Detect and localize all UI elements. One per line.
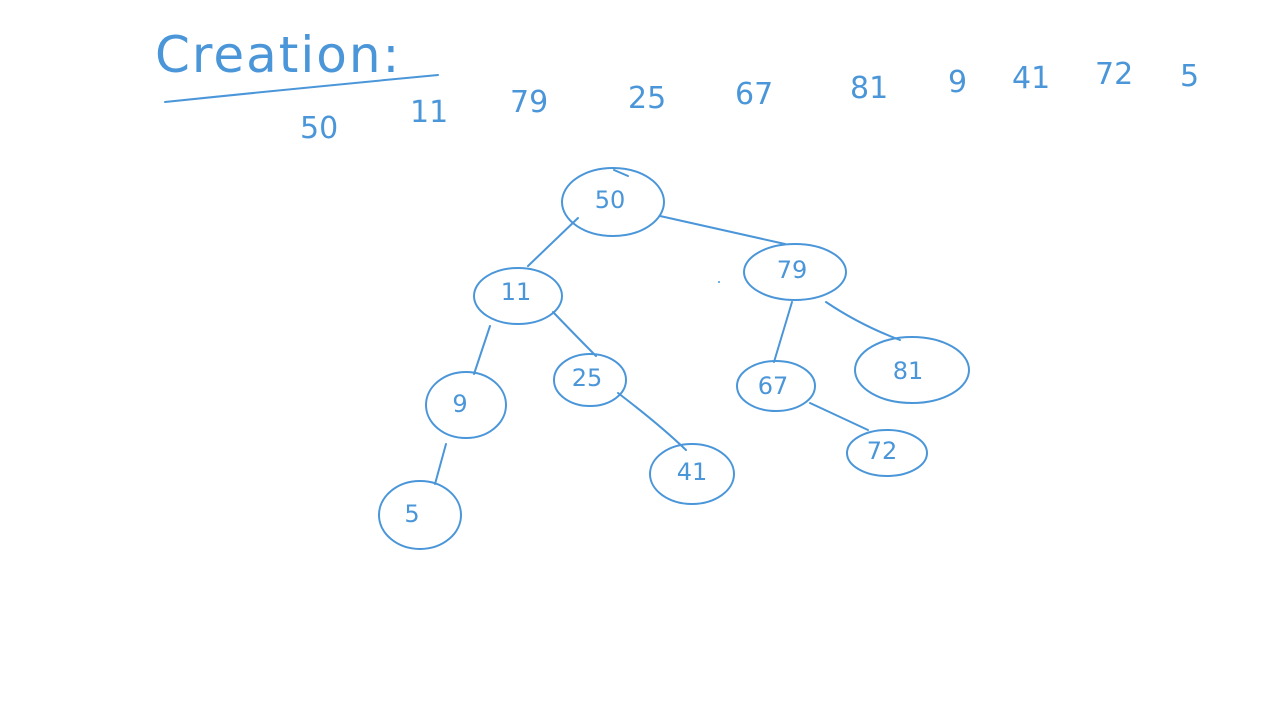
tree-node: 67 (736, 360, 816, 412)
node-circle (553, 353, 627, 407)
stray-mark (613, 169, 629, 177)
sequence-item: 5 (1180, 59, 1199, 94)
node-circle (736, 360, 816, 412)
sequence-item: 9 (948, 65, 967, 100)
node-value: 9 (452, 390, 467, 418)
node-circle (561, 167, 665, 237)
node-value: 11 (501, 278, 532, 306)
sequence-item: 50 (300, 111, 338, 146)
page-title: Creation: (155, 26, 401, 84)
tree-node: 5 (378, 480, 462, 550)
node-value: 50 (595, 186, 626, 214)
node-value: 41 (677, 458, 708, 486)
node-circle (378, 480, 462, 550)
node-value: 67 (758, 372, 789, 400)
node-circle (425, 371, 507, 439)
node-circle (854, 336, 970, 404)
edge-11-25 (552, 311, 597, 357)
tree-edges (434, 215, 901, 485)
sequence-item: 72 (1095, 57, 1133, 92)
tree-node: 50 (561, 167, 665, 237)
stray-dot (718, 281, 720, 283)
title-underline (164, 74, 439, 103)
insertion-sequence: 50 11 79 25 67 81 9 41 72 5 (300, 57, 1199, 146)
node-circle (743, 243, 847, 301)
sequence-item: 67 (735, 77, 773, 112)
edge-50-11 (527, 217, 579, 267)
tree-node: 11 (473, 267, 563, 325)
node-value: 72 (867, 437, 898, 465)
node-value: 81 (893, 357, 924, 385)
node-circle (473, 267, 563, 325)
tree-node: 79 (743, 243, 847, 301)
tree-node: 81 (854, 336, 970, 404)
node-value: 5 (404, 500, 419, 528)
node-circle (649, 443, 735, 505)
edge-79-81 (825, 301, 901, 341)
tree-node: 9 (425, 371, 507, 439)
tree-node: 25 (553, 353, 627, 407)
sequence-item: 41 (1012, 61, 1050, 96)
tree-node: 41 (649, 443, 735, 505)
sequence-item: 25 (628, 81, 666, 116)
sequence-item: 11 (410, 95, 448, 130)
sequence-item: 79 (510, 85, 548, 120)
node-value: 25 (572, 364, 603, 392)
edge-79-67 (773, 301, 793, 363)
edge-67-72 (809, 402, 869, 431)
sequence-item: 81 (850, 71, 888, 106)
tree-node: 72 (846, 429, 928, 477)
edge-25-41 (617, 392, 687, 451)
node-value: 79 (777, 256, 808, 284)
edge-11-9 (473, 325, 491, 375)
node-circle (846, 429, 928, 477)
edge-50-79 (659, 215, 786, 245)
edge-9-5 (434, 443, 447, 485)
